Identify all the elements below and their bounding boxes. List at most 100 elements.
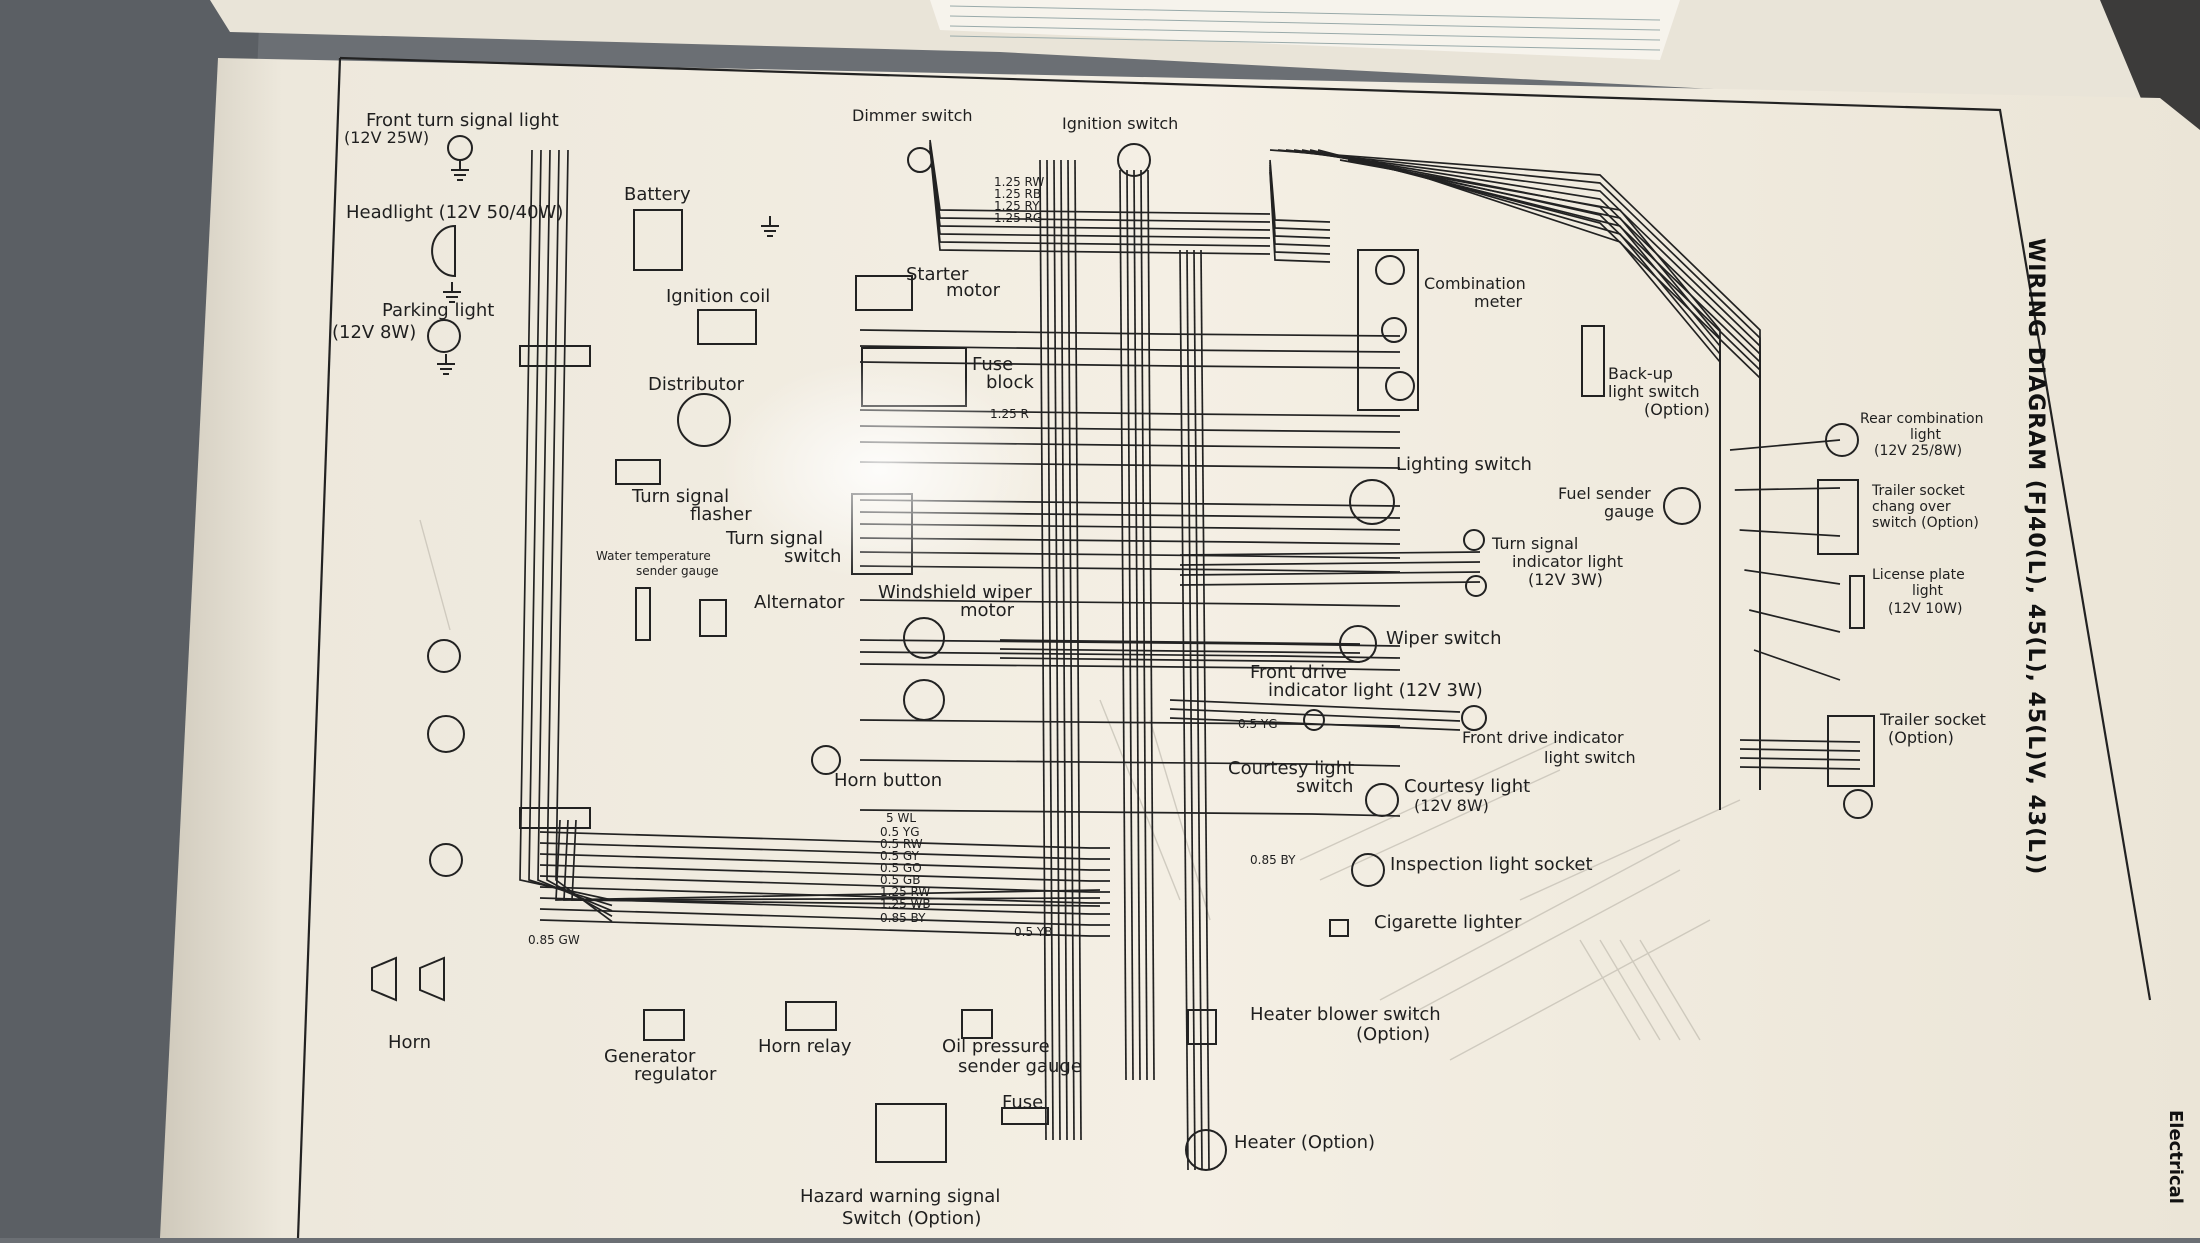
front-drive-switch-label-2: light switch [1544, 748, 1636, 767]
trailer-socket-symbol [1827, 715, 1875, 787]
inspection-socket-label: Inspection light socket [1390, 854, 1593, 875]
wire [859, 651, 1401, 659]
wire-code-label: 0.5 YG [880, 825, 920, 839]
heater-label: Heater (Option) [1234, 1132, 1376, 1153]
wire [539, 864, 1110, 882]
trailer-changeover-label-1: Trailer socket [1872, 483, 1965, 499]
rear-combination-lamp [1825, 423, 1859, 457]
wire [1739, 766, 1861, 770]
wiper-motor-symbol [903, 617, 945, 659]
horn-button-label: Horn button [834, 770, 943, 791]
front-drive-light-label-1: Front drive [1250, 662, 1347, 683]
front-drive-lamp [1303, 709, 1325, 731]
wiper-motor-label-1: Windshield wiper [878, 582, 1032, 603]
trailer-changeover-label-3: switch (Option) [1872, 515, 1979, 531]
ground-symbol [761, 216, 779, 237]
wire [528, 149, 613, 907]
hazard-label-2: Switch (Option) [842, 1208, 982, 1229]
wire [859, 663, 1401, 671]
wire [859, 809, 1401, 817]
turn-indicator-lamp [1463, 529, 1485, 551]
ignition-coil-symbol [697, 309, 757, 345]
headlight-lamp [431, 224, 456, 278]
paper-page [160, 58, 2200, 1238]
horn-relay-label: Horn relay [758, 1036, 852, 1057]
wire [1179, 561, 1481, 566]
wire [1179, 571, 1481, 576]
wire [1739, 739, 1861, 743]
wire [859, 551, 1401, 559]
wire [1739, 757, 1861, 761]
battery-symbol [633, 209, 683, 271]
wire [859, 759, 1401, 767]
gauge-1 [1375, 255, 1405, 285]
turn-switch-label-2: switch [784, 546, 842, 567]
wire [539, 886, 1110, 904]
turn-indicator-label-3: (12V 3W) [1528, 570, 1603, 589]
starter-label-2: motor [946, 280, 1001, 301]
oil-pressure-label-2: sender gauge [958, 1056, 1082, 1077]
lighting-switch-label: Lighting switch [1396, 454, 1532, 475]
wire [519, 149, 613, 901]
turn-indicator-lamp-2 [1465, 575, 1487, 597]
side-lamp-1 [427, 639, 461, 673]
ignition-switch-label: Ignition switch [1062, 114, 1179, 133]
license-plate-label-2: light [1912, 583, 1944, 599]
dimmer-switch-symbol [907, 147, 933, 173]
ignition-switch-symbol [1117, 143, 1151, 177]
wire [1269, 171, 1331, 263]
wire [555, 819, 1101, 901]
generator-regulator-label-1: Generator [604, 1046, 696, 1067]
inspection-socket [1351, 853, 1385, 887]
left-connector [519, 345, 591, 367]
combination-meter-label-2: meter [1474, 292, 1523, 311]
alternator-symbol [699, 599, 727, 637]
horn-relay-symbol [785, 1001, 837, 1031]
wire [1753, 649, 1841, 681]
gauge-2 [1381, 317, 1407, 343]
wire [1371, 159, 1721, 810]
fuse-label: Fuse [1002, 1092, 1044, 1113]
combination-meter-symbol [1357, 249, 1419, 411]
wire [1729, 439, 1841, 451]
wire-code-label: 0.5 GB [880, 873, 921, 887]
wire-code-label: 1.25 RG [994, 211, 1043, 225]
wire-code-label: 1.25 RY [994, 199, 1040, 213]
combination-meter-label-1: Combination [1424, 274, 1526, 293]
gauge-3 [1385, 371, 1415, 401]
wire-code-label: 0.5 RW [880, 837, 923, 851]
courtesy-lamp [1365, 783, 1399, 817]
oil-sender-symbol [961, 1009, 993, 1039]
back-page [210, 0, 2200, 120]
headlight-label: Headlight (12V 50/40W) [346, 202, 564, 223]
wire [1744, 569, 1841, 585]
parking-light-rating: (12V 8W) [332, 322, 417, 343]
wire [539, 831, 1110, 849]
wire [999, 639, 1361, 645]
wire [1169, 717, 1461, 731]
front-drive-switch-label-1: Front drive indicator [1462, 728, 1624, 747]
ground-symbol [451, 160, 469, 181]
wire [1119, 169, 1127, 1081]
wire [546, 149, 613, 917]
wire-code-label: 0.5 YG [1238, 717, 1278, 731]
trailer-socket-label-2: (Option) [1888, 728, 1954, 747]
courtesy-switch-label-1: Courtesy light [1228, 758, 1355, 779]
parking-lamp [427, 319, 461, 353]
courtesy-light-label-2: (12V 8W) [1414, 796, 1489, 815]
fuel-sender-symbol [1663, 487, 1701, 525]
wire [1169, 699, 1461, 713]
wire [1179, 581, 1481, 586]
wire [859, 565, 1401, 573]
wire-code-label: 1.25 R [990, 407, 1029, 421]
horn-1 [371, 956, 397, 1002]
wiper-switch-symbol [1339, 625, 1377, 663]
turn-flasher-label-1: Turn signal [632, 486, 730, 507]
trailer-changeover-symbol [1817, 479, 1859, 555]
wire [539, 842, 1110, 860]
left-connector-lower [519, 807, 591, 829]
wire-code-label: 0.5 GY [880, 849, 919, 863]
front-drive-light-label-2: indicator light (12V 3W) [1268, 680, 1483, 701]
